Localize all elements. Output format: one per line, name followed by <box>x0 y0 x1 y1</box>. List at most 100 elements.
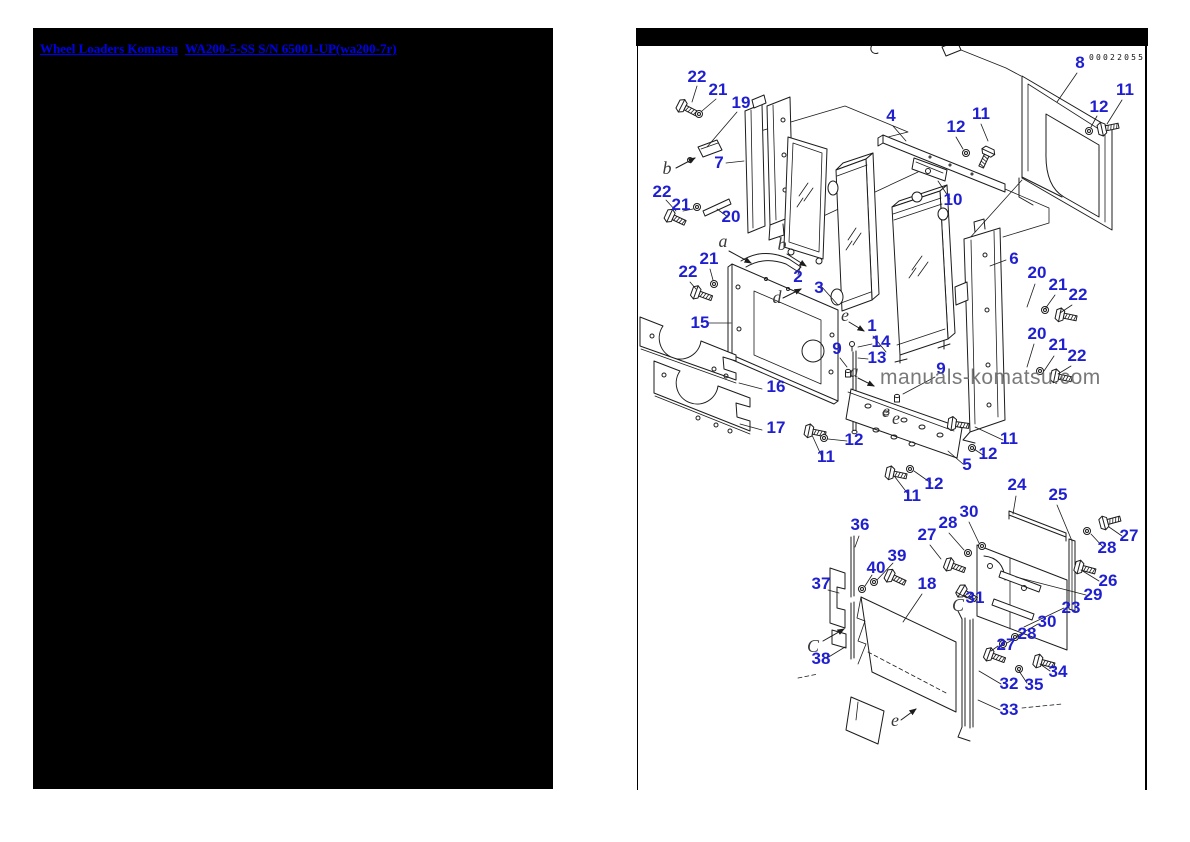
panel-6 <box>954 218 1006 444</box>
callout-34: 34 <box>1049 662 1068 681</box>
frame-8 <box>1018 75 1113 231</box>
callout-5: 5 <box>962 455 971 474</box>
callout-8: 8 <box>1075 53 1084 72</box>
callout-11: 11 <box>1116 80 1134 99</box>
callout-6: 6 <box>1009 249 1018 268</box>
callout-22: 22 <box>1069 285 1088 304</box>
doc-number: 00022055 <box>1089 53 1146 62</box>
callout-10: 10 <box>944 190 963 209</box>
radiator-1 <box>891 184 956 364</box>
callout-30: 30 <box>1038 612 1057 631</box>
callout-11: 11 <box>1000 429 1018 448</box>
link-model[interactable]: WA200-5-SS S/N 65001-UP(wa200-7r) <box>184 41 397 56</box>
ref-letter-e: e <box>841 305 849 325</box>
plate-16 <box>639 316 737 384</box>
callout-25: 25 <box>1049 485 1068 504</box>
callout-27: 27 <box>1120 526 1139 545</box>
breadcrumb: Wheel Loaders Komatsu WA200-5-SS S/N 6500… <box>40 41 404 57</box>
callout-16: 16 <box>767 377 786 396</box>
leader-lines <box>665 72 1123 711</box>
callout-21: 21 <box>672 195 691 214</box>
ref-letter-a: a <box>850 361 859 381</box>
bracket-5 <box>845 388 963 459</box>
oil-cooler-3 <box>827 152 880 312</box>
callout-15: 15 <box>691 313 710 332</box>
callout-12: 12 <box>1090 97 1109 116</box>
ref-letter-e: e <box>891 710 899 730</box>
callout-20: 20 <box>1028 263 1047 282</box>
callout-3: 3 <box>814 278 823 297</box>
callout-12: 12 <box>979 444 998 463</box>
callout-21: 21 <box>1049 335 1068 354</box>
section-arrows <box>675 157 917 721</box>
ref-letter-b: b <box>778 234 787 254</box>
ref-letter-d: d <box>773 287 783 307</box>
link-category[interactable]: Wheel Loaders Komatsu <box>40 41 178 56</box>
callout-40: 40 <box>867 558 886 577</box>
callout-21: 21 <box>1049 275 1068 294</box>
callout-28: 28 <box>1018 624 1037 643</box>
callout-20: 20 <box>1028 324 1047 343</box>
left-black-panel: Wheel Loaders Komatsu WA200-5-SS S/N 6500… <box>33 28 553 789</box>
callout-31: 31 <box>966 588 985 607</box>
plate-17 <box>653 360 751 435</box>
callout-22: 22 <box>679 262 698 281</box>
callout-7: 7 <box>714 153 723 172</box>
callout-9: 9 <box>936 359 945 378</box>
bracket-assembly-23 <box>976 510 1076 651</box>
strips-36-38 <box>829 535 855 660</box>
callout-28: 28 <box>939 513 958 532</box>
callout-27: 27 <box>997 635 1016 654</box>
callout-18: 18 <box>918 574 937 593</box>
ref-letter-b: b <box>663 158 672 178</box>
callout-22: 22 <box>688 67 707 86</box>
callout-9: 9 <box>832 339 841 358</box>
ref-letter-C: C <box>952 595 965 615</box>
callout-33: 33 <box>1000 700 1019 719</box>
construction-lines <box>756 46 1063 709</box>
callout-28: 28 <box>1098 538 1117 557</box>
callout-26: 26 <box>1099 571 1118 590</box>
callout-4: 4 <box>886 106 896 125</box>
callout-12: 12 <box>947 117 966 136</box>
bar-4 <box>877 134 1006 193</box>
callout-23: 23 <box>1062 598 1081 617</box>
callout-17: 17 <box>767 418 786 437</box>
callout-22: 22 <box>1068 346 1087 365</box>
callout-36: 36 <box>851 515 870 534</box>
callout-13: 13 <box>868 348 887 367</box>
ref-letter-C: C <box>807 636 820 656</box>
strips-32-33 <box>957 610 974 742</box>
callout-27: 27 <box>918 525 937 544</box>
diagram-border-right <box>1145 46 1147 790</box>
callout-32: 32 <box>1000 674 1019 693</box>
diagram-border-left <box>637 46 638 790</box>
callout-39: 39 <box>888 546 907 565</box>
callout-22: 22 <box>653 182 672 201</box>
diagram-top-bar <box>636 28 1148 46</box>
callout-20: 20 <box>722 207 741 226</box>
callout-38: 38 <box>812 649 831 668</box>
callout-24: 24 <box>1008 475 1027 494</box>
radiator-panel-2 <box>783 136 828 265</box>
ref-letter-e: e <box>882 401 890 421</box>
ref-letter-e: e <box>892 408 900 428</box>
callout-21: 21 <box>709 80 728 99</box>
callout-12: 12 <box>845 430 864 449</box>
callout-35: 35 <box>1025 675 1044 694</box>
callout-37: 37 <box>812 574 831 593</box>
callout-11: 11 <box>903 486 921 505</box>
callout-11: 11 <box>972 104 990 123</box>
plate-18 <box>845 596 957 745</box>
ref-letter-a: a <box>719 231 728 251</box>
callout-21: 21 <box>700 249 719 268</box>
callout-11: 11 <box>817 447 835 466</box>
callout-30: 30 <box>960 502 979 521</box>
callout-12: 12 <box>925 474 944 493</box>
callout-19: 19 <box>732 93 751 112</box>
callout-14: 14 <box>872 332 891 351</box>
